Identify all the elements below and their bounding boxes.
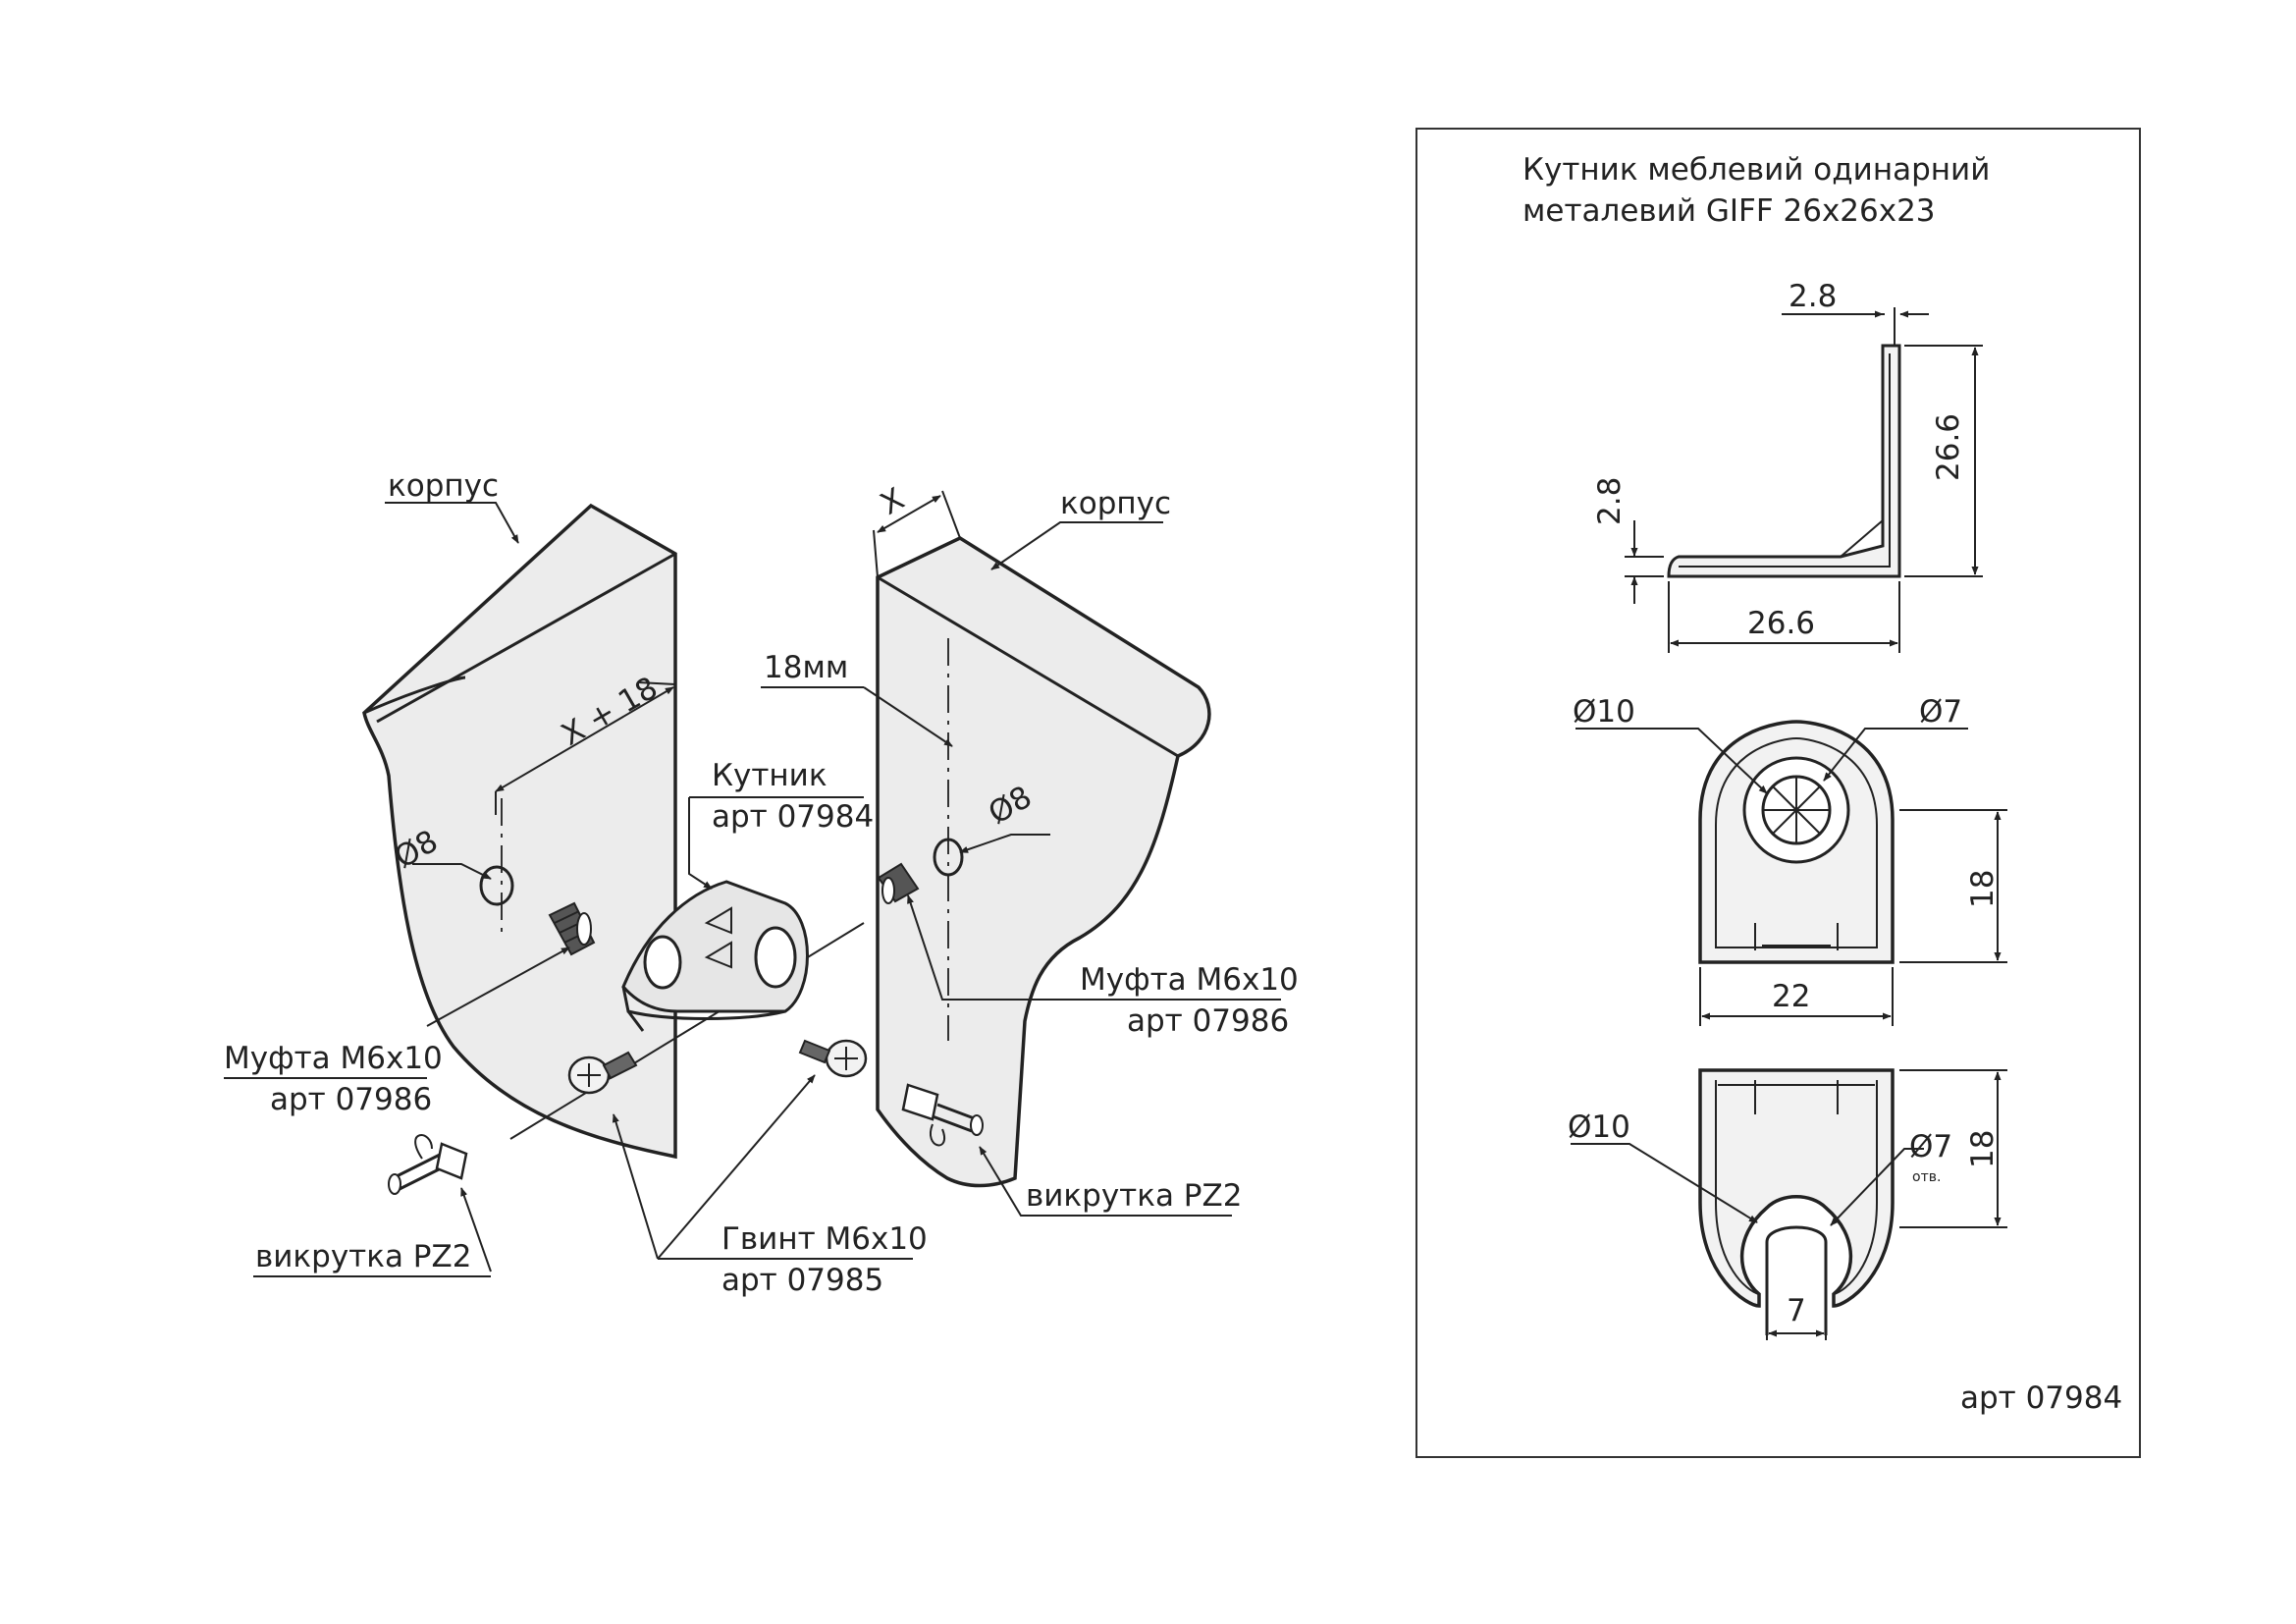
dim-side-top: 2.8 [1789,279,1837,314]
screw-leader-right [657,1074,816,1260]
dim-x [873,490,961,578]
sleeve-left-art: арт 07986 [270,1082,432,1117]
sleeve-right-art: арт 07986 [1127,1003,1289,1039]
sleeve-right-leader [907,894,1041,1001]
left-board [362,503,677,1160]
driver-left-label: викрутка PZ2 [255,1239,471,1274]
korpus-left-label: корпус [388,468,499,504]
screw-left-icon [567,1051,638,1095]
dim-back-height: 18 [1965,1130,2001,1168]
dim-x18 [495,681,676,815]
driver-left-leader [460,1187,492,1272]
screw-right-icon [798,1039,868,1078]
dim-back-note: отв. [1912,1169,1941,1185]
hole-left [479,865,514,906]
dim-18mm-leader [863,686,953,747]
back-view [1571,1068,2007,1340]
side-view [1625,307,1983,653]
screw-leader-left [612,1113,659,1260]
spec-frame [1415,128,2141,1458]
screw-art: арт 07985 [721,1263,883,1298]
hole-right-leader [959,834,1050,853]
spec-title-line1: Кутник меблевий одинарний [1522,152,1990,188]
dim-back-slot: 7 [1787,1293,1806,1328]
dim-back-outer: Ø10 [1568,1110,1630,1145]
angle-bracket [621,880,809,1032]
screw-label: Гвинт М6х10 [721,1221,928,1257]
dim-back-inner: Ø7 [1909,1129,1952,1164]
hole-right [933,838,964,877]
dim-side-height: 26.6 [1931,413,1966,481]
korpus-right-label: корпус [1060,486,1171,521]
korpus-left-leader [385,502,519,544]
dim-side-thickness: 2.8 [1592,477,1628,525]
driver-right-label: викрутка PZ2 [1026,1178,1242,1214]
sleeve-right-icon [877,862,920,904]
angle-leader [688,797,713,890]
sleeve-right-label: Муфта М6х10 [1080,962,1299,998]
right-board [876,536,1211,1188]
front-view [1575,720,2007,1026]
dim-side-width: 26.6 [1747,606,1815,641]
dim-front-outer: Ø10 [1573,694,1635,730]
korpus-right-leader [990,521,1163,570]
screwdriver-left-icon [388,1134,468,1195]
spec-title-line2: металевий GIFF 26х26х23 [1522,193,1936,229]
spec-art: арт 07984 [1960,1380,2122,1416]
sleeve-left-icon [548,901,596,956]
dim-front-inner: Ø7 [1919,694,1962,730]
sleeve-left-label: Муфта М6х10 [224,1041,443,1076]
screwdriver-right-icon [901,1083,984,1147]
sleeve-left-leader [426,947,570,1027]
dim-front-width: 22 [1772,979,1810,1014]
hole-left-leader [412,863,492,880]
angle-label: Кутник [712,758,828,793]
dim-front-height: 18 [1965,870,2001,908]
dim-18mm-label: 18мм [764,650,848,685]
angle-art: арт 07984 [712,799,874,835]
